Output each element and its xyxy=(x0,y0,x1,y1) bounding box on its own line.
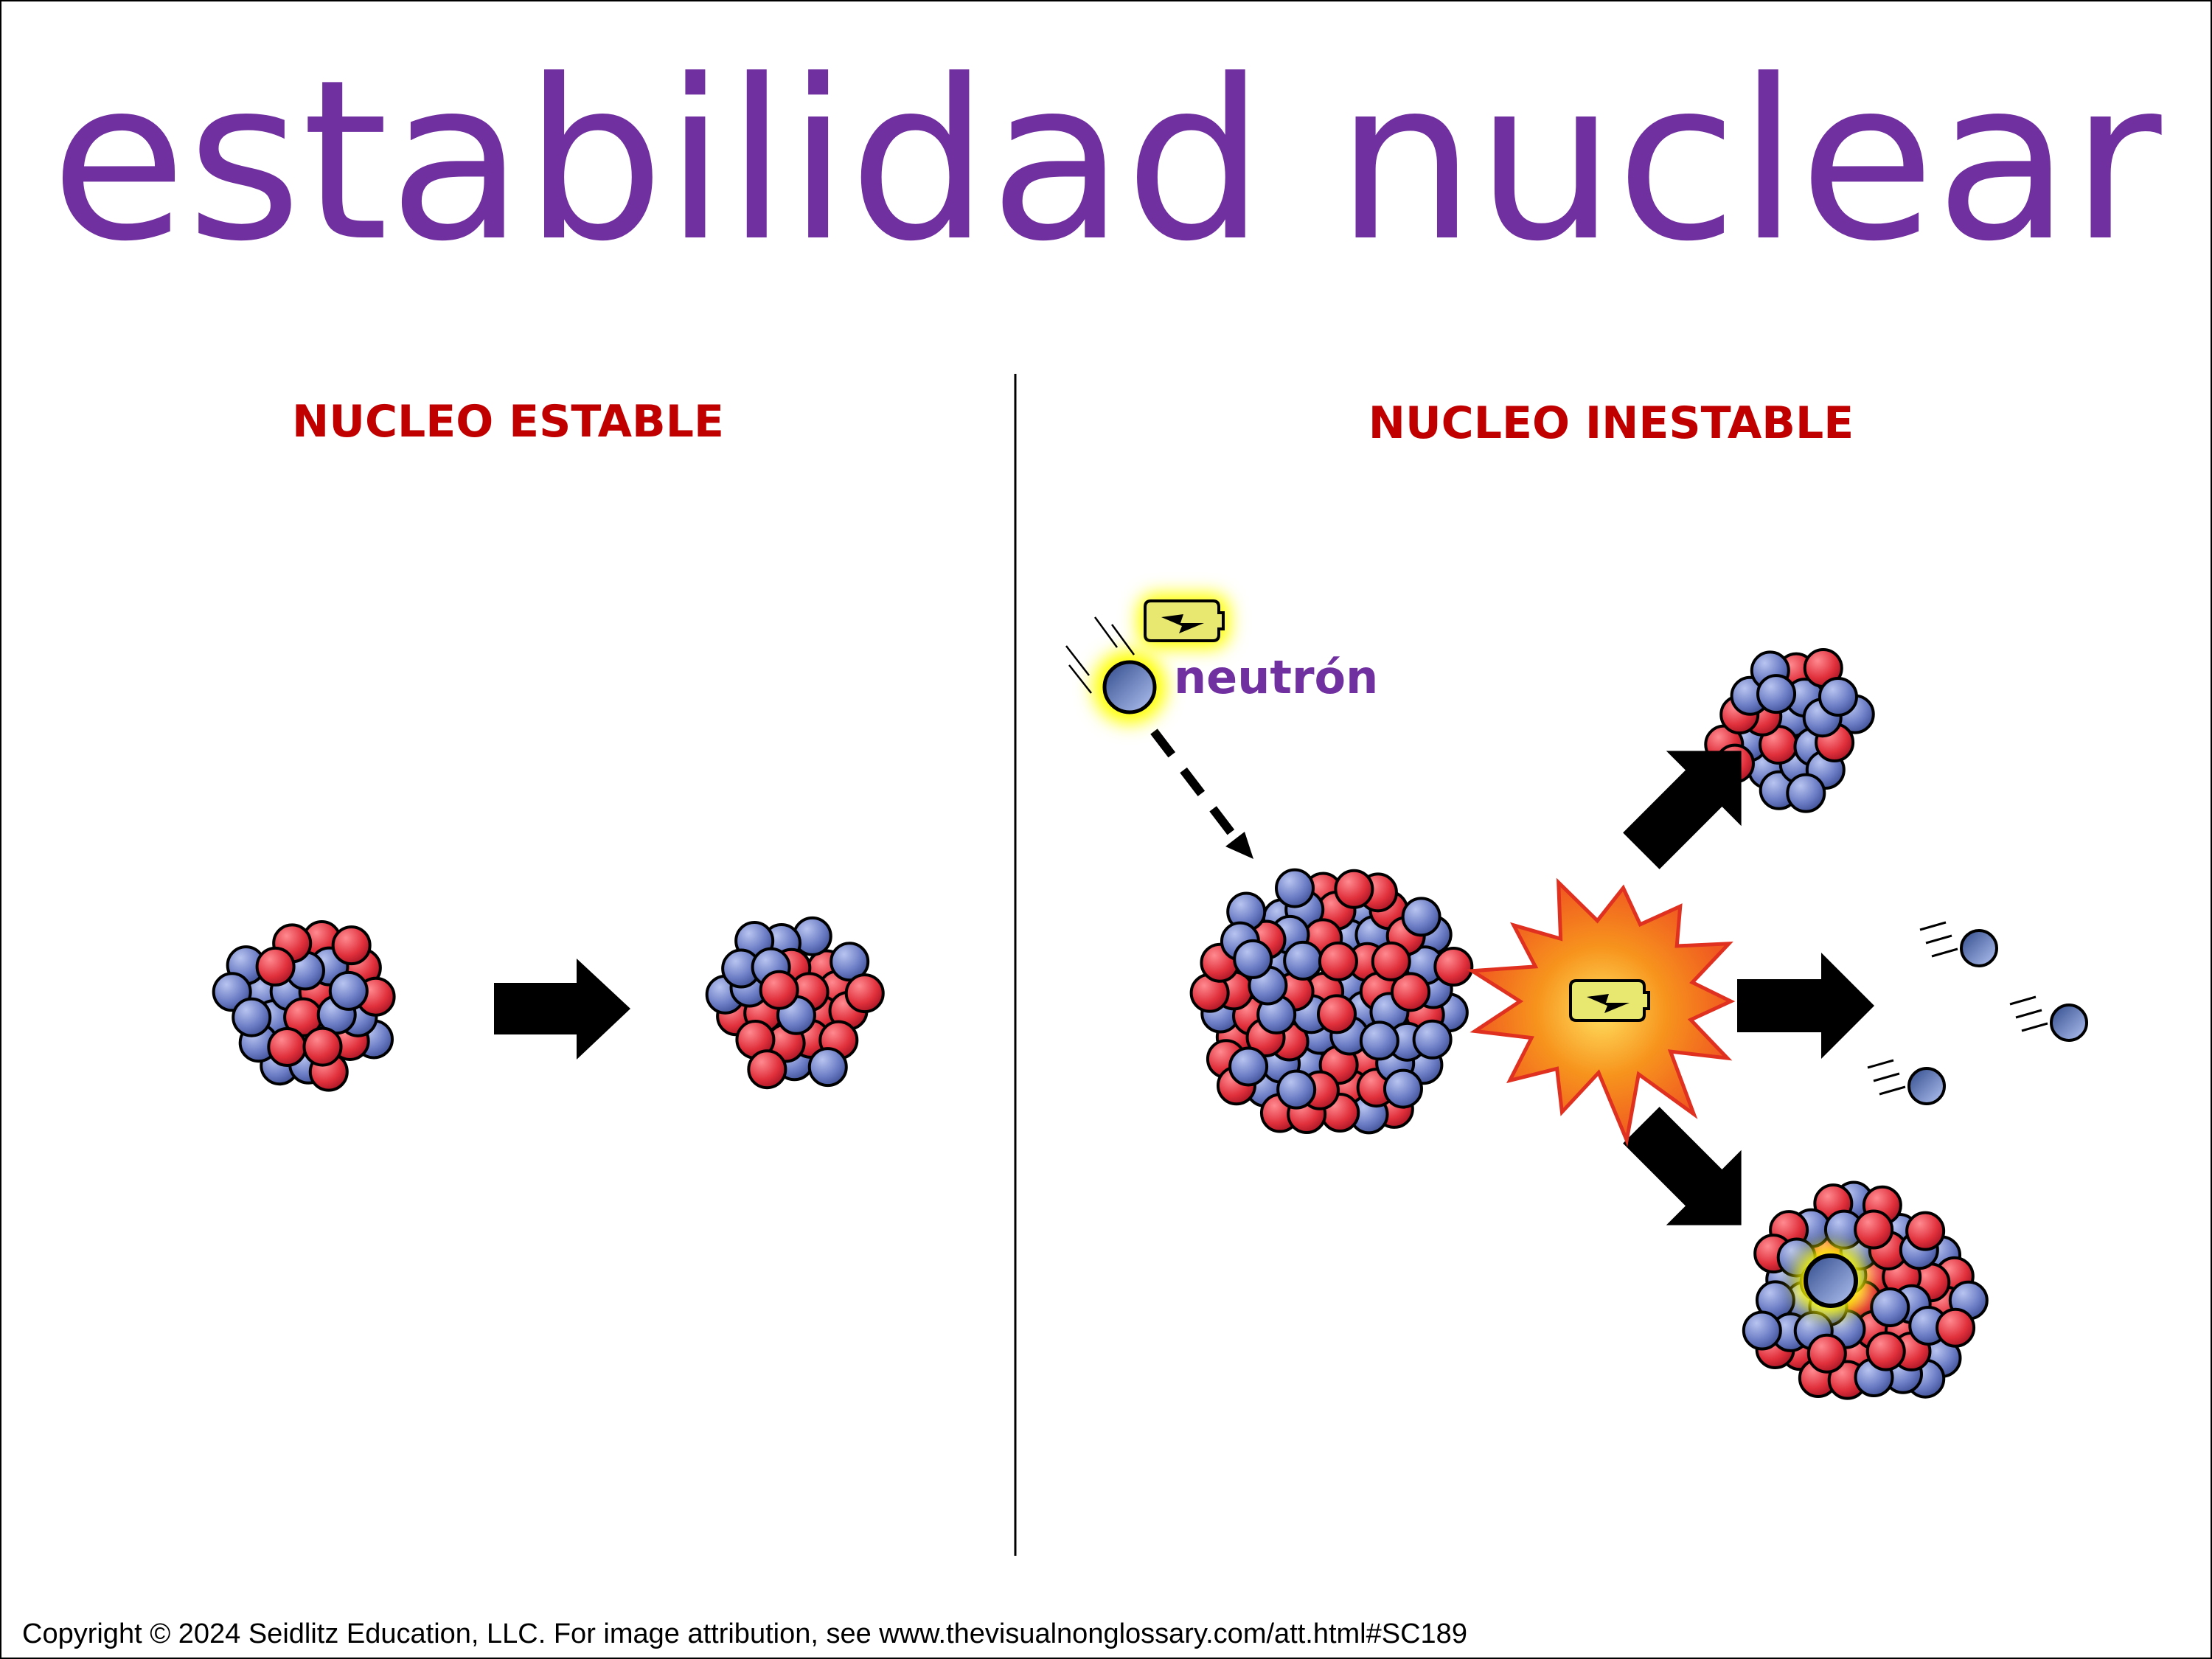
neutron xyxy=(328,970,369,1011)
motion-line xyxy=(1093,616,1119,648)
fragment-bottom xyxy=(1742,1180,1989,1400)
nuclei xyxy=(212,648,2088,1400)
absorbed-neutron xyxy=(1804,1253,1858,1308)
proton xyxy=(1334,869,1374,909)
proton xyxy=(331,925,372,966)
neutron xyxy=(830,942,870,982)
proton xyxy=(1391,972,1431,1012)
neutron xyxy=(1818,677,1858,717)
dashed-arrow-head xyxy=(1225,832,1253,859)
motion-line xyxy=(1065,645,1090,676)
stable-nucleus-after xyxy=(705,916,885,1090)
motion-line xyxy=(1068,664,1092,694)
neutron xyxy=(1412,1019,1453,1060)
neutron xyxy=(1786,773,1826,813)
proton xyxy=(1371,941,1411,981)
unstable-heading: NUCLEO INESTABLE xyxy=(1368,397,1854,449)
proton xyxy=(1854,1209,1894,1250)
incoming-neutron xyxy=(1065,594,1230,724)
battery-energy-icon xyxy=(1138,594,1230,649)
dashed-arrow xyxy=(1150,728,1241,844)
proton xyxy=(255,946,296,987)
arrow-up-right-icon xyxy=(1623,751,1742,869)
neutron-particle xyxy=(1102,660,1157,714)
free-neutron xyxy=(1919,921,1998,967)
proton xyxy=(1317,994,1357,1034)
free-neutron xyxy=(2009,995,2088,1042)
neutron xyxy=(1382,1068,1423,1109)
stable-nucleus-before xyxy=(212,920,396,1092)
battery-energy-icon xyxy=(1569,979,1650,1022)
page-title: estabilidad nuclear xyxy=(50,32,2163,290)
neutron xyxy=(1275,868,1315,908)
fragment-top xyxy=(1704,648,1875,813)
neutron xyxy=(1870,1287,1910,1328)
proton xyxy=(1865,1331,1906,1371)
proton xyxy=(844,973,885,1014)
proton xyxy=(1905,1211,1946,1251)
arrow-down-right-icon xyxy=(1623,1107,1742,1225)
proton xyxy=(1935,1307,1976,1348)
explosion-icon xyxy=(1466,877,1736,1147)
neutron xyxy=(1359,1020,1399,1061)
neutron xyxy=(1228,1046,1269,1087)
proton xyxy=(267,1027,307,1068)
neutron xyxy=(232,997,272,1037)
neutron xyxy=(1756,674,1797,714)
proton xyxy=(1318,941,1358,981)
neutron xyxy=(1742,1310,1782,1351)
arrow-right-icon xyxy=(1737,953,1874,1059)
proton xyxy=(302,1026,343,1067)
proton xyxy=(1433,946,1474,987)
neutron xyxy=(1401,897,1441,937)
stable-heading: NUCLEO ESTABLE xyxy=(292,396,724,448)
neutron-label: neutrón xyxy=(1174,650,1378,704)
motion-line xyxy=(1110,624,1135,655)
neutron xyxy=(1233,939,1273,979)
proton xyxy=(759,970,799,1010)
proton xyxy=(1806,1333,1847,1374)
neutron xyxy=(1283,940,1324,981)
proton xyxy=(747,1049,787,1090)
free-neutron xyxy=(1867,1059,1946,1105)
unstable-nucleus xyxy=(1189,868,1474,1135)
neutron xyxy=(1276,1069,1317,1110)
neutron xyxy=(807,1047,848,1088)
copyright: Copyright © 2024 Seidlitz Education, LLC… xyxy=(22,1618,1467,1649)
arrow-right-icon xyxy=(494,959,630,1060)
